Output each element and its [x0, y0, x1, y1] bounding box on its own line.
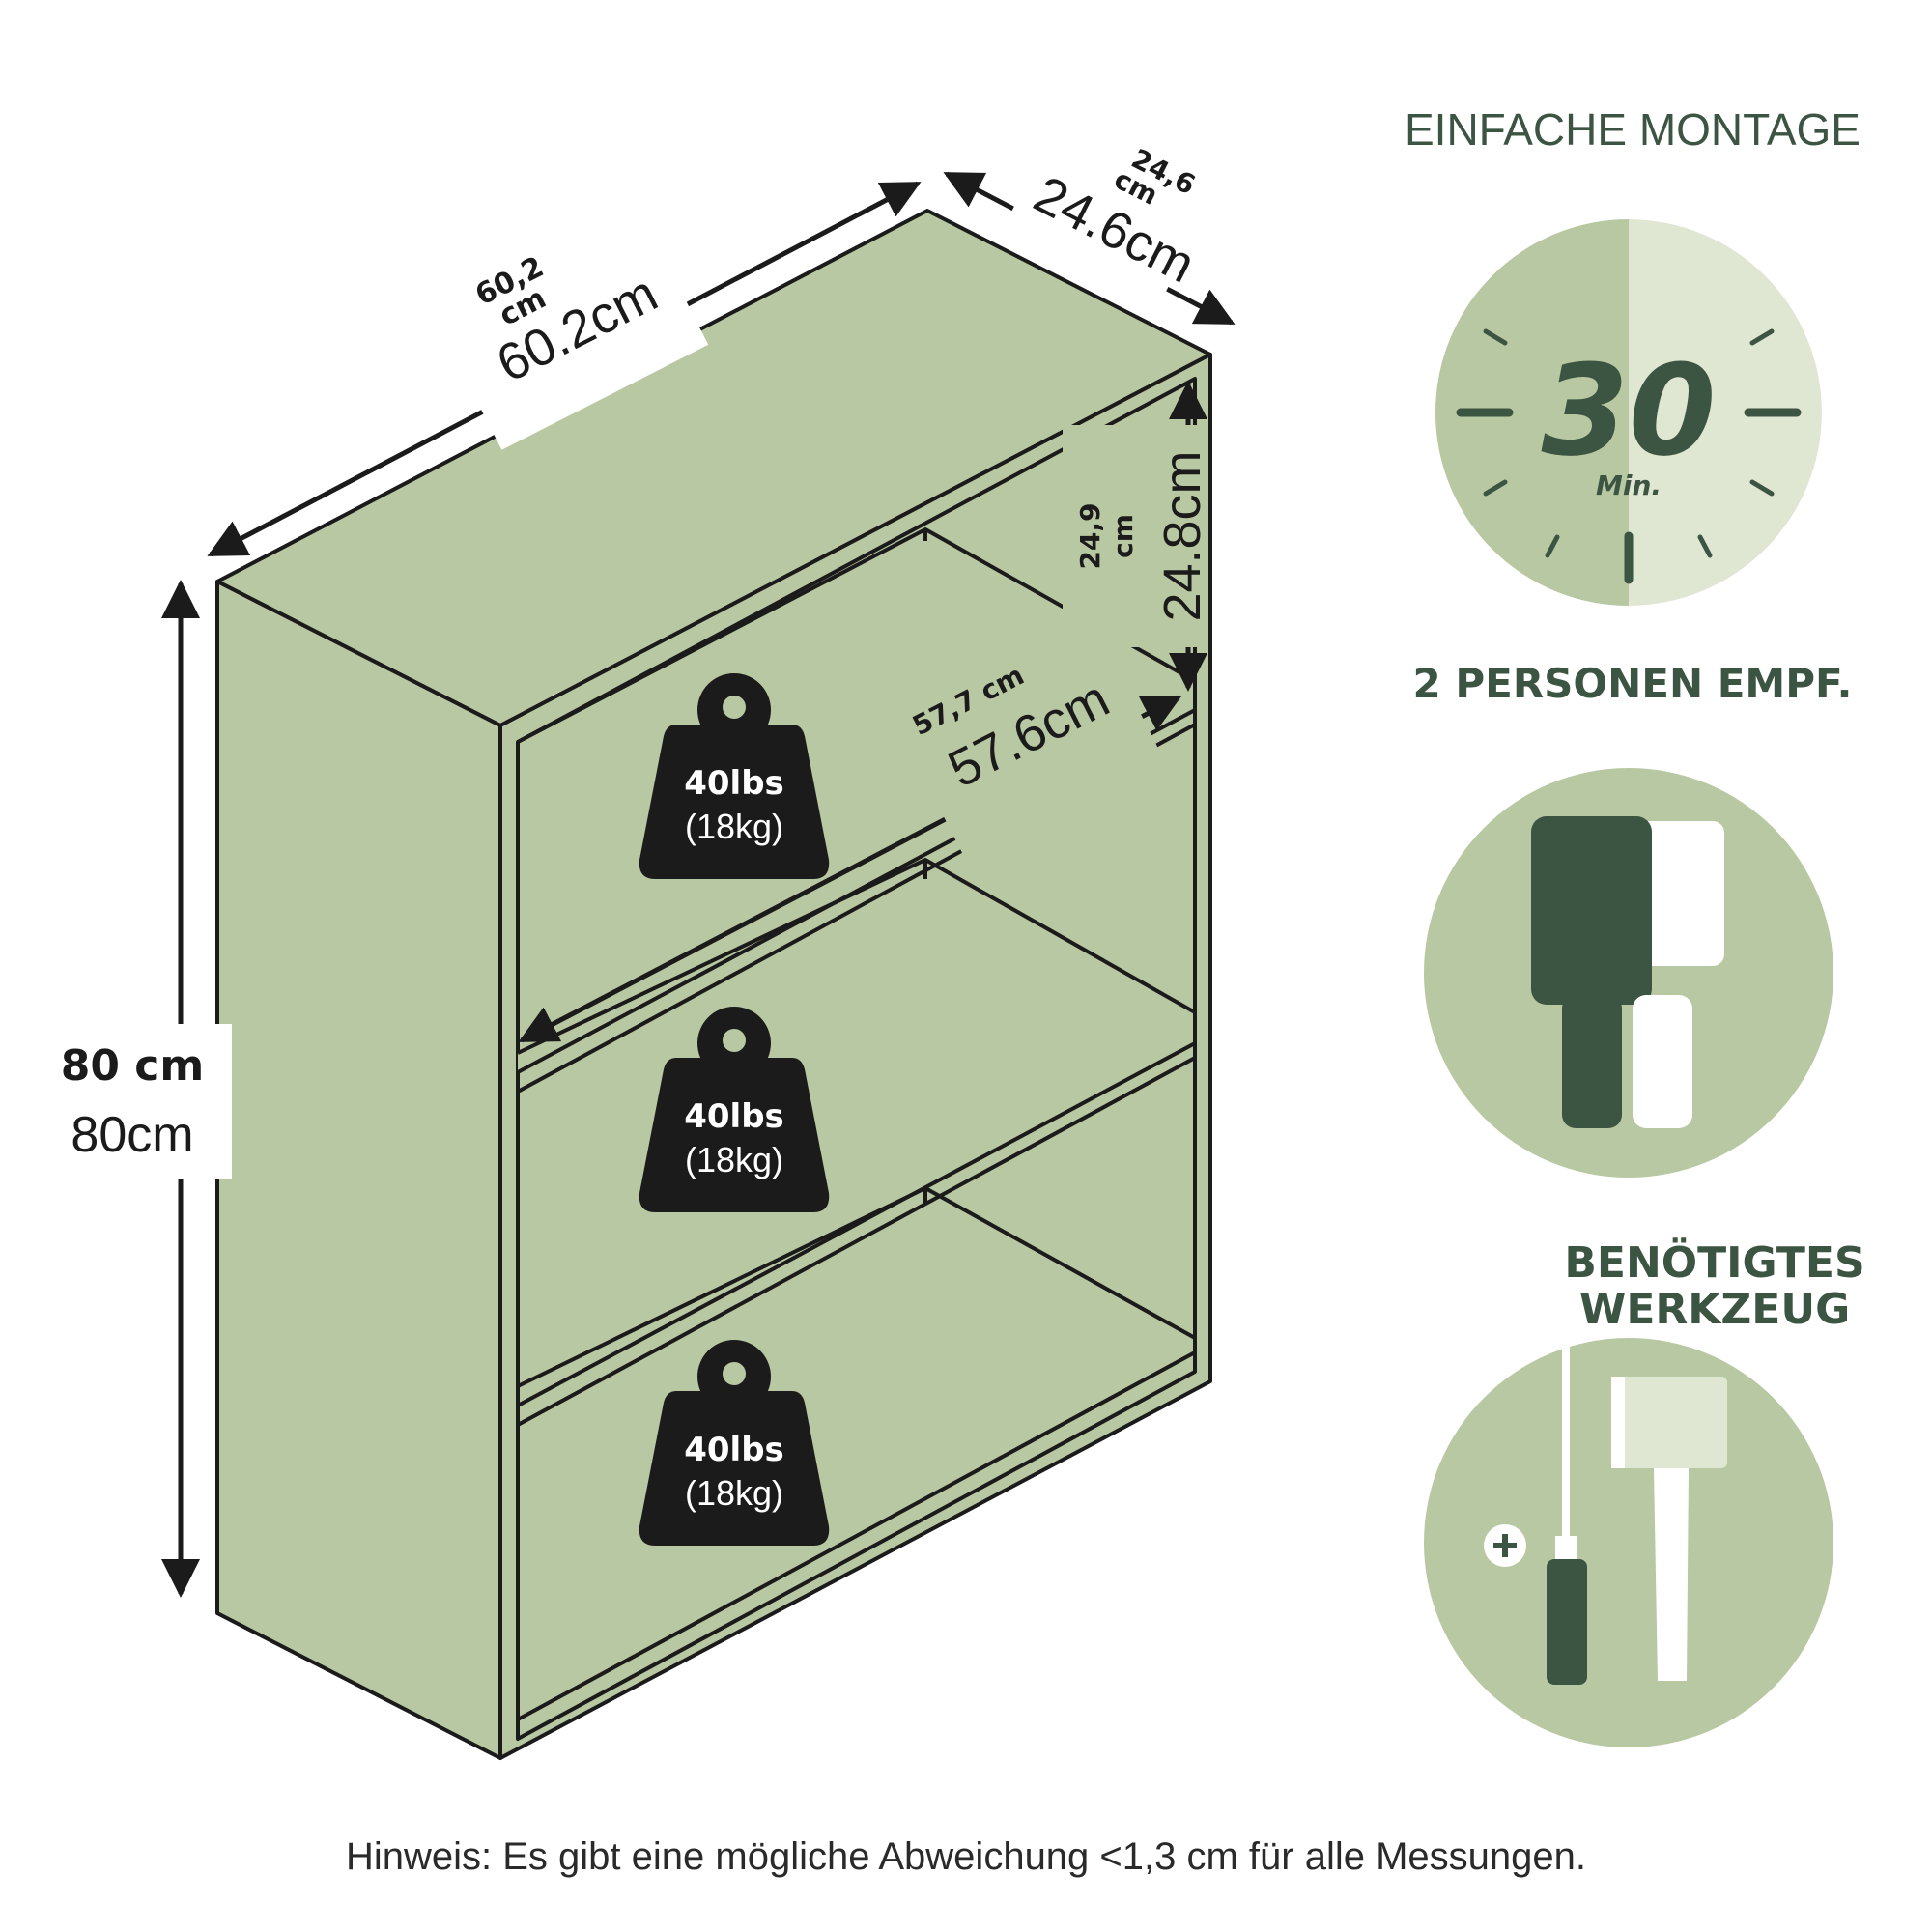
- svg-text:BENÖTIGTES: BENÖTIGTES: [1564, 1236, 1864, 1288]
- weight-icon: [639, 1058, 830, 1212]
- weight-lbs: 40lbs: [684, 1431, 784, 1469]
- weight-lbs: 40lbs: [684, 1097, 784, 1136]
- svg-text:WERKZEUG: WERKZEUG: [1579, 1285, 1850, 1334]
- measurement-note: Hinweis: Es gibt eine mögliche Abweichun…: [345, 1835, 1587, 1878]
- svg-text:80 cm: 80 cm: [61, 1041, 204, 1091]
- svg-text:cm: cm: [1107, 514, 1139, 558]
- plus-icon: [1484, 1524, 1526, 1567]
- svg-text:80cm: 80cm: [71, 1107, 193, 1163]
- assembly-time: 30: [1542, 337, 1717, 484]
- weight-kg: (18kg): [685, 1473, 783, 1513]
- svg-text:EINFACHE MONTAGE: EINFACHE MONTAGE: [1405, 104, 1861, 155]
- svg-text:24.8cm: 24.8cm: [1153, 450, 1211, 621]
- svg-text:24,9: 24,9: [1074, 502, 1106, 569]
- weight-lbs: 40lbs: [684, 764, 784, 803]
- weight-badge: 40lbs (18kg): [639, 1007, 830, 1212]
- weight-icon: [639, 1391, 830, 1546]
- feature-tools: BENÖTIGTES WERKZEUG: [1424, 1236, 1865, 1747]
- weight-kg: (18kg): [685, 807, 783, 846]
- shelf-height-label: 24,9 cm 24.8cm: [1074, 450, 1211, 621]
- weight-kg: (18kg): [685, 1140, 783, 1179]
- weight-badge: 40lbs (18kg): [639, 673, 830, 879]
- weight-icon: [639, 724, 830, 879]
- shelf-left-side: [215, 580, 502, 1760]
- hammer-icon: [1611, 1377, 1727, 1681]
- svg-text:2 PERSONEN EMPF.: 2 PERSONEN EMPF.: [1413, 660, 1853, 707]
- height-label: 80 cm 80cm: [61, 1041, 204, 1163]
- persons-icon: [1424, 768, 1833, 1178]
- feature-persons: 2 PERSONEN EMPF.: [1413, 660, 1853, 1178]
- screwdriver-icon: [1547, 1338, 1587, 1685]
- weight-badge: 40lbs (18kg): [639, 1340, 830, 1546]
- assembly-unit: Min.: [1596, 469, 1662, 501]
- feature-assembly: EINFACHE MONTAGE 30 Min.: [1405, 104, 1861, 606]
